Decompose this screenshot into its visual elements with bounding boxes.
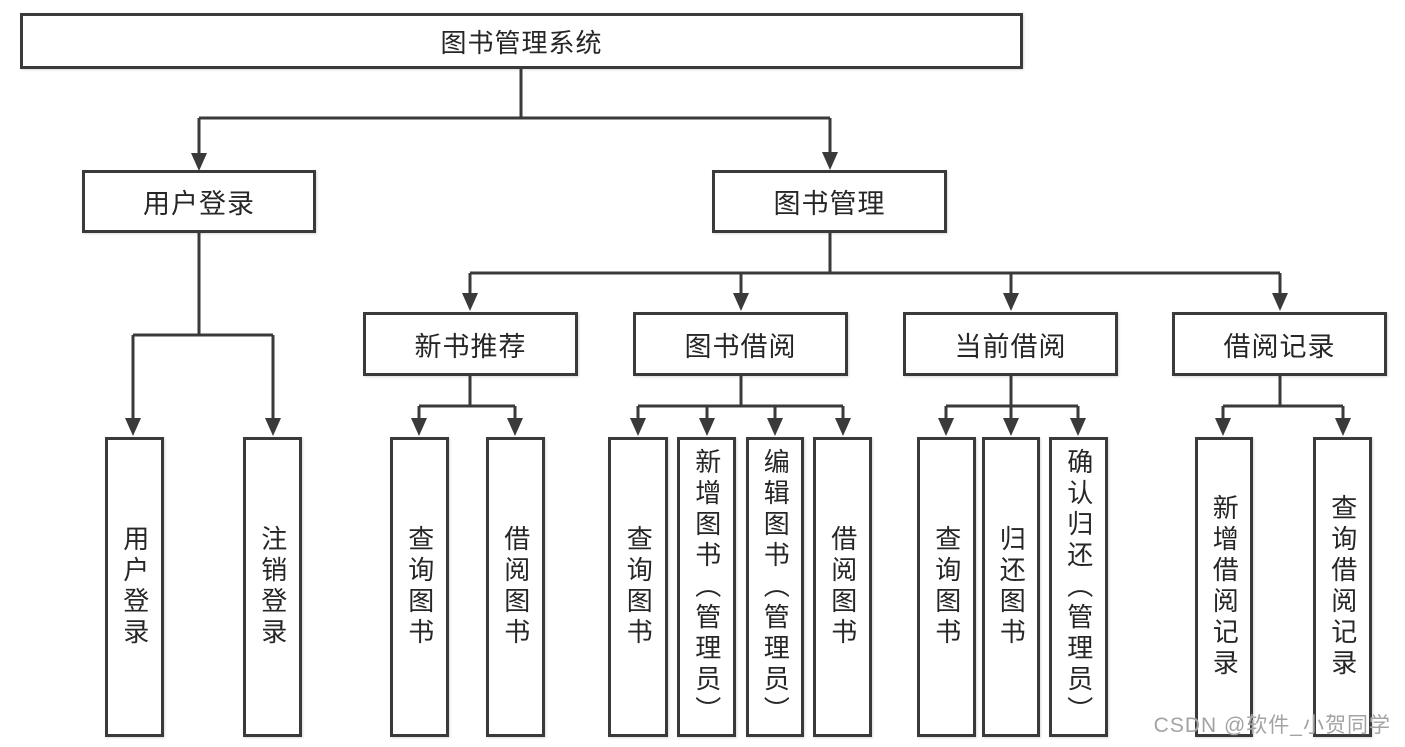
leaf-user-login-label: 用户登录	[119, 525, 150, 649]
leaf-borrow-books-2-label: 借阅图书	[827, 525, 858, 649]
leaf-logout-label: 注销登录	[257, 525, 288, 649]
leaf-confirm-return-admin: 确认归还（管理员）	[1049, 437, 1108, 737]
leaf-query-borrow-record-label: 查询借阅记录	[1327, 494, 1358, 680]
node-root: 图书管理系统	[20, 13, 1023, 69]
leaf-query-books-2-label: 查询图书	[623, 525, 654, 649]
node-book-borrow-label: 图书借阅	[684, 331, 797, 362]
leaf-query-books-1-label: 查询图书	[404, 525, 435, 649]
node-book-management: 图书管理	[712, 170, 947, 233]
leaf-edit-book-admin-label: 编辑图书（管理员）	[760, 447, 791, 727]
leaf-borrow-books-1: 借阅图书	[486, 437, 545, 737]
leaf-edit-book-admin: 编辑图书（管理员）	[746, 437, 804, 737]
node-current-borrow: 当前借阅	[903, 312, 1118, 376]
node-book-management-label: 图书管理	[773, 189, 886, 219]
leaf-add-book-admin: 新增图书（管理员）	[677, 437, 736, 737]
leaf-user-login: 用户登录	[105, 437, 164, 737]
leaf-borrow-books-1-label: 借阅图书	[500, 525, 531, 649]
leaf-query-books-1: 查询图书	[390, 437, 449, 737]
leaf-add-borrow-record: 新增借阅记录	[1195, 437, 1253, 737]
leaf-confirm-return-admin-label: 确认归还（管理员）	[1063, 447, 1094, 727]
leaf-return-books-label: 归还图书	[996, 525, 1027, 649]
node-user-login-label: 用户登录	[143, 189, 255, 219]
node-book-borrow: 图书借阅	[633, 312, 848, 376]
node-new-book-recommend: 新书推荐	[363, 312, 578, 376]
node-borrow-records: 借阅记录	[1172, 312, 1387, 376]
leaf-logout: 注销登录	[243, 437, 302, 737]
leaf-query-books-3: 查询图书	[917, 437, 976, 737]
node-borrow-records-label: 借阅记录	[1223, 331, 1336, 362]
arrowheads	[125, 152, 1351, 436]
node-current-borrow-label: 当前借阅	[954, 331, 1067, 362]
leaf-query-borrow-record: 查询借阅记录	[1313, 437, 1372, 737]
tree-edges	[131, 68, 1345, 421]
leaf-borrow-books-2: 借阅图书	[813, 437, 872, 737]
node-user-login: 用户登录	[82, 170, 316, 233]
leaf-return-books: 归还图书	[982, 437, 1040, 737]
node-root-label: 图书管理系统	[440, 27, 603, 58]
node-new-book-recommend-label: 新书推荐	[414, 331, 527, 362]
leaf-add-book-admin-label: 新增图书（管理员）	[691, 447, 722, 727]
leaf-add-borrow-record-label: 新增借阅记录	[1209, 494, 1240, 680]
leaf-query-books-2: 查询图书	[608, 437, 668, 737]
leaf-query-books-3-label: 查询图书	[931, 525, 962, 649]
watermark: CSDN @软件_小贺同学	[1153, 714, 1391, 737]
